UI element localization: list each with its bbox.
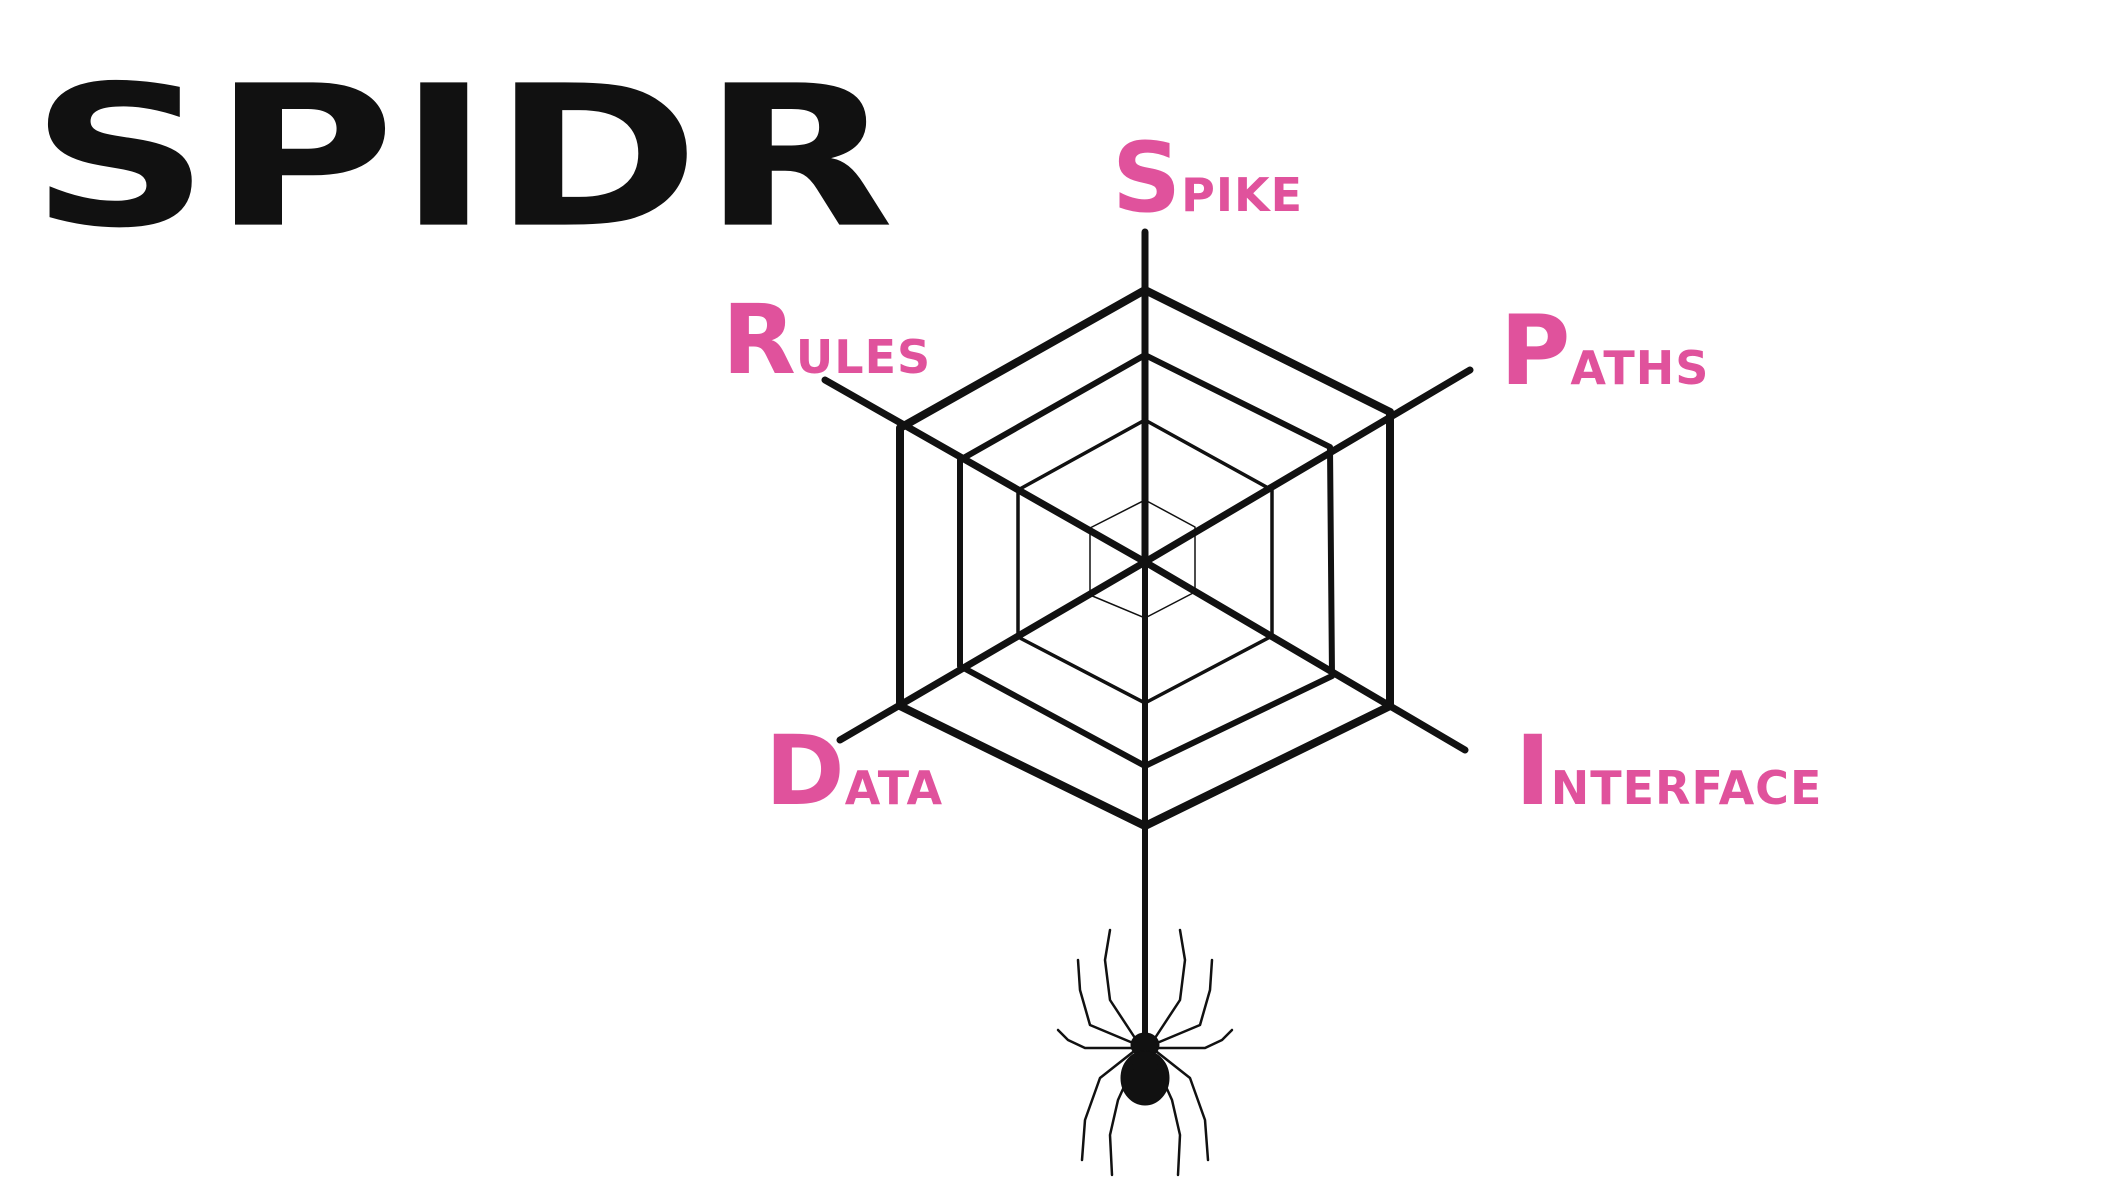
label-rules: RULES <box>722 292 931 388</box>
label-data-initial: D <box>765 715 845 827</box>
label-data: DATA <box>765 723 943 819</box>
label-rules-rest: ULES <box>795 330 932 384</box>
web-ring-2 <box>957 352 1335 769</box>
web-spoke-top-right <box>1141 366 1474 566</box>
web-spokes <box>821 228 1474 754</box>
label-rules-initial: R <box>722 284 796 396</box>
web-ring-inner <box>1089 499 1196 619</box>
web-ring-outer <box>896 286 1394 830</box>
label-interface: INTERFACE <box>1515 723 1822 819</box>
label-spike-initial: S <box>1112 122 1182 234</box>
label-paths: PATHS <box>1500 303 1709 399</box>
web-spoke-bottom-right <box>1141 558 1469 754</box>
web-spoke-bottom-left <box>836 558 1149 744</box>
spider-icon <box>1056 928 1234 1177</box>
web-spoke-top-left <box>821 376 1149 566</box>
web-rings <box>896 286 1394 830</box>
label-paths-rest: ATHS <box>1570 341 1710 395</box>
web-ring-3 <box>1016 418 1274 705</box>
label-interface-initial: I <box>1515 715 1551 827</box>
label-interface-rest: NTERFACE <box>1550 761 1823 815</box>
label-data-rest: ATA <box>844 761 944 815</box>
label-spike-rest: PIKE <box>1181 168 1304 222</box>
label-spike: SPIKE <box>1112 130 1303 226</box>
label-paths-initial: P <box>1500 295 1571 407</box>
page-title: SPIDR <box>30 43 897 271</box>
